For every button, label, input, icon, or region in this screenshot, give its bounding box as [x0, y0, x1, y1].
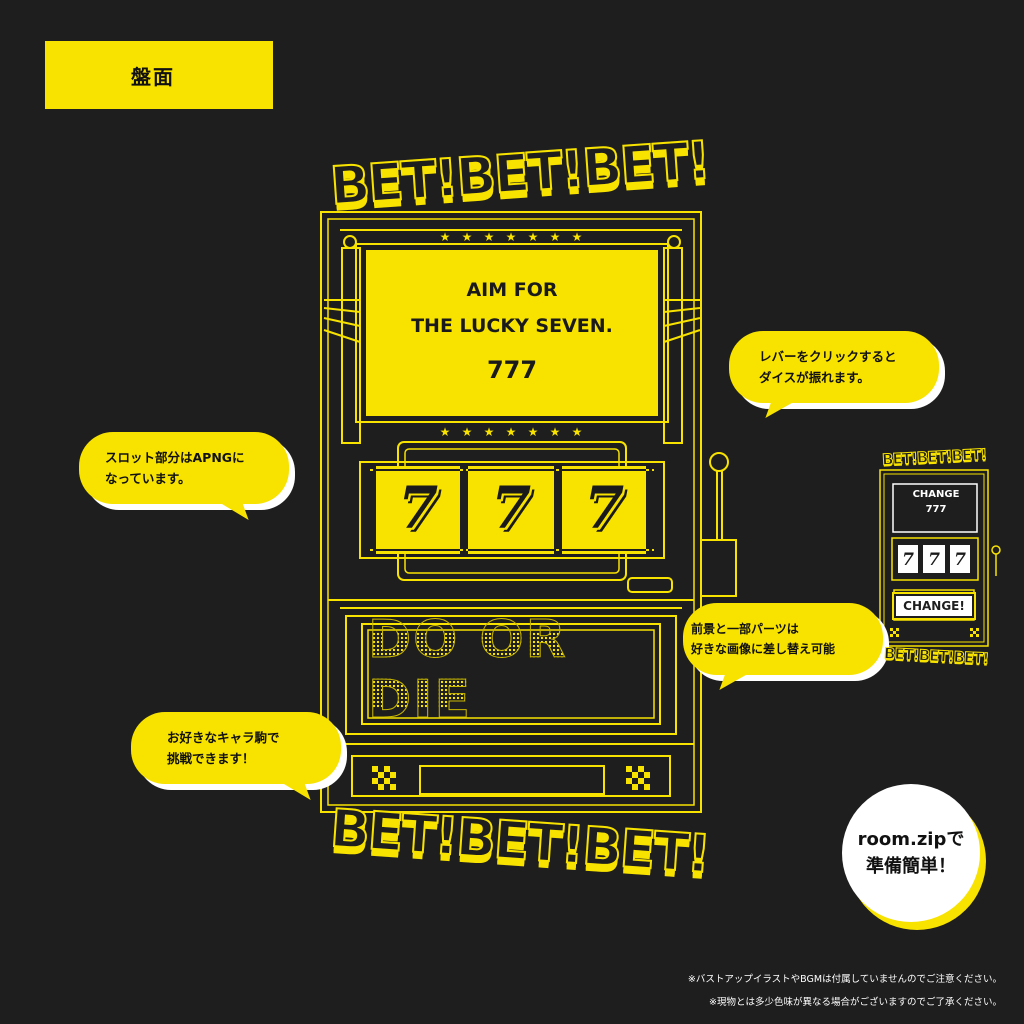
mini-reel-3: [950, 545, 970, 573]
mini-display-line-2: 777: [925, 503, 947, 515]
callout-text: ダイスが振れます。: [759, 370, 870, 385]
display-frame: [355, 243, 669, 423]
change-button[interactable]: CHANGE!: [892, 592, 976, 620]
cabinet-inner: [327, 218, 695, 806]
reel-window: [359, 461, 665, 559]
coin-tray: [351, 755, 671, 797]
display-line-2: THE LUCKY SEVEN.: [411, 315, 613, 338]
do-or-die-panel: DO OR DIE: [368, 610, 658, 731]
reel-digit-1: 7: [397, 474, 439, 542]
star-icon: ★: [440, 230, 451, 244]
star-icon: ★: [462, 425, 473, 439]
callout-text: なっています。: [105, 471, 191, 486]
callout-lever: レバーをクリックすると ダイスが振れます。: [729, 331, 939, 418]
side-panel-left: [341, 247, 361, 444]
coin-slot: [419, 765, 605, 795]
callout-character-piece: お好きなキャラ駒で 挑戦できます！: [131, 712, 341, 800]
do-or-die-frame: [361, 623, 661, 725]
badge-line-2: 準備簡単！: [866, 856, 956, 877]
mini-reel-digit-2: 7: [928, 550, 940, 570]
callout-text: レバーをクリックすると: [759, 348, 897, 364]
mini-display-line-1: CHANGE: [912, 489, 960, 500]
mini-machine: [879, 469, 1001, 647]
star-icon: ★: [484, 230, 495, 244]
lever-joint: [627, 577, 673, 593]
mini-display: CHANGE 777: [897, 488, 975, 528]
reel-1: [376, 466, 460, 554]
display-line-1: AIM FOR: [466, 279, 558, 302]
star-icon: ★: [462, 230, 473, 244]
section-label-text: 盤面: [131, 64, 175, 89]
callout-slot-apng: スロット部分はAPNGに なっています。: [79, 432, 289, 520]
display-message: AIM FOR THE LUCKY SEVEN. 777: [362, 248, 662, 418]
reel-digit-3: 7: [583, 474, 625, 542]
callout-foreground: 前景と一部パーツは 好きな画像に差し替え可能: [683, 603, 883, 690]
badge-line-1: room.zipで: [857, 829, 965, 850]
mini-reel-1: [898, 545, 918, 573]
star-icon: ★: [528, 425, 539, 439]
reel-digit-2: 7: [490, 474, 532, 542]
lever-knob: [709, 452, 729, 472]
lower-panel: [345, 615, 677, 735]
callout-text: スロット部分はAPNGに: [105, 449, 245, 465]
display-screen: [366, 250, 658, 416]
callout-text: 前景と一部パーツは: [691, 621, 799, 636]
star-icon: ★: [550, 230, 561, 244]
star-icon: ★: [506, 230, 517, 244]
room-zip-badge: room.zipで 準備簡単！: [842, 784, 980, 922]
bolt-right: [667, 235, 681, 249]
mini-reel-digit-3: 7: [954, 550, 966, 570]
cabinet-outer: [320, 211, 702, 813]
star-icon: ★: [506, 425, 517, 439]
display-number: 777: [486, 356, 538, 385]
star-icon: ★: [484, 425, 495, 439]
section-label: 盤面: [45, 41, 273, 109]
callout-text: お好きなキャラ駒で: [167, 729, 280, 745]
star-icon: ★: [440, 425, 451, 439]
lever-base: [701, 539, 737, 597]
star-icon: ★: [572, 425, 583, 439]
mini-reel-2: [923, 545, 945, 573]
mini-reel-digit-1: 7: [902, 550, 914, 570]
star-icon: ★: [528, 230, 539, 244]
footnote-2: ※現物とは多少色味が異なる場合がございますのでご了承ください。: [709, 997, 1002, 1008]
side-panel-right: [663, 247, 683, 444]
callout-text: 好きな画像に差し替え可能: [691, 642, 836, 656]
bolt-left: [343, 235, 357, 249]
star-icon: ★: [572, 230, 583, 244]
reel-3: [562, 466, 646, 554]
callout-text: 挑戦できます！: [167, 751, 255, 766]
footnote-1: ※バストアップイラストやBGMは付属していませんのでご注意ください。: [687, 974, 1002, 985]
lever-handle[interactable]: [706, 450, 732, 542]
star-icon: ★: [550, 425, 561, 439]
reel-2: [468, 466, 554, 554]
